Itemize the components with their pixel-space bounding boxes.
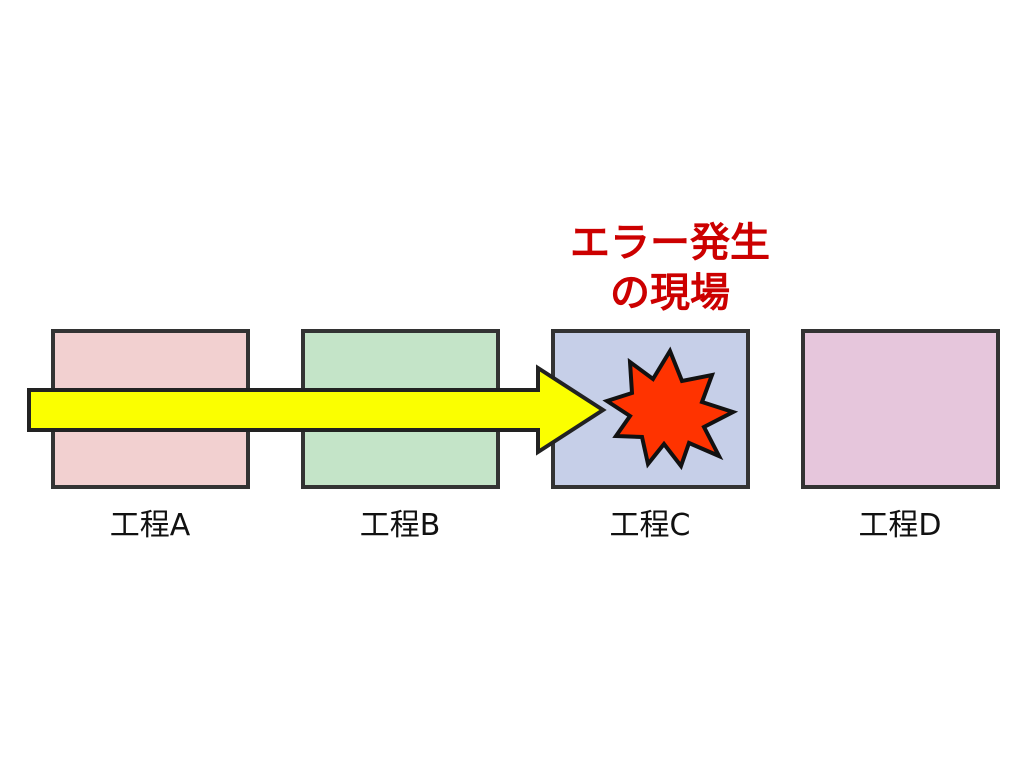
step-label-c: 工程C xyxy=(609,508,691,543)
step-label-a: 工程A xyxy=(109,508,191,543)
flow-arrow xyxy=(27,364,607,456)
step-box-d xyxy=(801,329,1000,489)
step-label-d: 工程D xyxy=(858,508,942,543)
error-location-callout: エラー発生 の現場 xyxy=(520,218,820,318)
error-callout-line1: エラー発生 xyxy=(570,220,770,266)
explosion-icon xyxy=(602,346,739,471)
step-label-b: 工程B xyxy=(359,508,441,543)
error-callout-line2: の現場 xyxy=(610,270,730,316)
